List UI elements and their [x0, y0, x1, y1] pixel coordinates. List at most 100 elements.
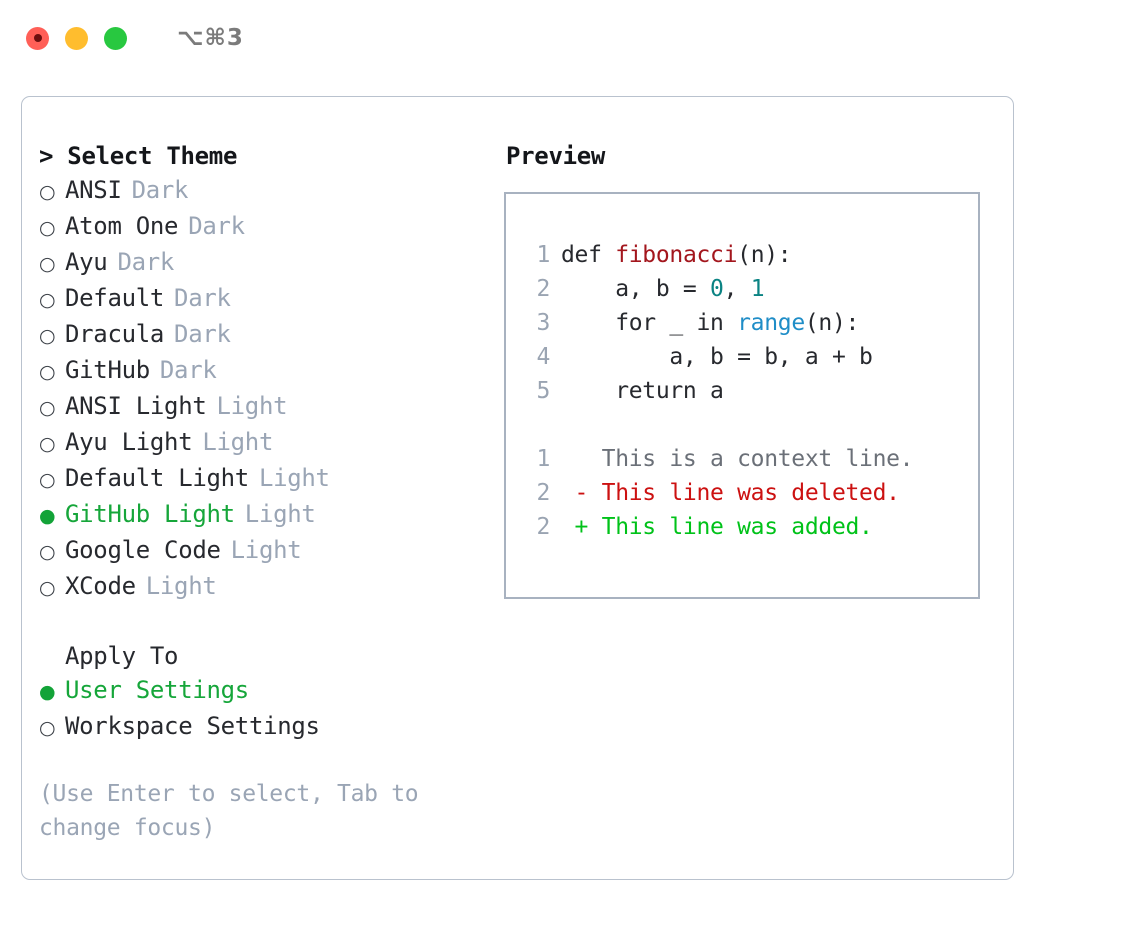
title-bar: ⌥⌘3 [0, 0, 1140, 76]
code-line: 1 def fibonacci(n): [524, 238, 978, 272]
theme-list-header: > Select Theme [39, 142, 238, 170]
code-token-del: - This line was deleted. [561, 480, 900, 506]
theme-option-ansi-light[interactable]: ○ ANSI Light Light [39, 389, 504, 425]
code-token-plain: , [723, 276, 751, 302]
radio-icon: ○ [39, 541, 56, 563]
apply-to-option-user-settings[interactable]: ● User Settings [39, 673, 504, 709]
close-icon[interactable] [26, 26, 49, 50]
code-token-plain: a, b = b, a + b [561, 344, 873, 370]
diff-line: 2 + This line was added. [524, 510, 978, 544]
code-token-plain: def [561, 242, 616, 268]
window-controls [26, 26, 127, 50]
code-token-plain: a, b = [561, 276, 711, 302]
theme-variant-tag: Light [230, 536, 302, 564]
radio-icon: ○ [39, 397, 56, 419]
theme-option-label: Default Light [65, 464, 249, 492]
line-number: 1 [536, 242, 550, 268]
theme-option-xcode[interactable]: ○ XCode Light [39, 569, 504, 605]
radio-selected-icon: ● [39, 681, 56, 703]
code-token-plain: (n): [737, 242, 792, 268]
theme-variant-tag: Light [216, 392, 288, 420]
theme-variant-tag: Dark [131, 176, 189, 204]
preview-header: Preview [506, 142, 606, 170]
radio-icon: ○ [39, 717, 56, 739]
apply-to-option-workspace-settings[interactable]: ○Workspace Settings [39, 709, 504, 745]
radio-selected-icon: ● [39, 505, 56, 527]
line-number: 2 [536, 480, 550, 506]
code-token-num: 0 [710, 276, 724, 302]
diff-line: 1 This is a context line. [524, 442, 978, 476]
radio-icon: ○ [39, 577, 56, 599]
theme-variant-tag: Light [145, 572, 217, 600]
code-line: 2 a, b = 0, 1 [524, 272, 978, 306]
theme-option-label: Dracula [65, 320, 165, 348]
line-number: 4 [536, 344, 550, 370]
code-line: 4 a, b = b, a + b [524, 340, 978, 374]
code-token-add: + This line was added. [561, 514, 873, 540]
apply-to-list: ● User Settings ○Workspace Settings [39, 673, 504, 745]
radio-icon: ○ [39, 469, 56, 491]
theme-variant-tag: Dark [174, 284, 231, 312]
theme-option-github[interactable]: ○ GitHub Dark [39, 353, 504, 389]
code-token-plain: (n): [804, 310, 860, 336]
theme-variant-tag: Dark [159, 356, 217, 384]
theme-option-label: Atom One [65, 212, 179, 240]
theme-variant-tag: Dark [117, 248, 175, 276]
code-token-num: 1 [750, 276, 765, 302]
theme-variant-tag: Light [244, 500, 316, 528]
code-diff-gap [524, 408, 978, 442]
code-token-plain: for _ in [561, 310, 738, 336]
theme-option-google-code[interactable]: ○ Google Code Light [39, 533, 504, 569]
diff-line: 2 - This line was deleted. [524, 476, 978, 510]
code-token-plain: return a [561, 378, 724, 404]
theme-option-label: XCode [65, 572, 136, 600]
minimize-icon[interactable] [65, 26, 88, 50]
theme-option-label: Default [65, 284, 165, 312]
theme-variant-tag: Dark [188, 212, 245, 240]
theme-option-default[interactable]: ○ Default Dark [39, 281, 504, 317]
theme-option-ansi[interactable]: ○ ANSI Dark [39, 173, 504, 209]
maximize-icon[interactable] [104, 26, 127, 50]
theme-option-label: ANSI Light [65, 392, 207, 420]
theme-variant-tag: Dark [174, 320, 231, 348]
theme-option-label: Ayu [65, 248, 108, 276]
radio-icon: ○ [39, 289, 56, 311]
theme-option-label: GitHub [65, 356, 150, 384]
line-number: 1 [536, 446, 550, 472]
radio-icon: ○ [39, 217, 56, 239]
code-line: 5 return a [524, 374, 978, 408]
theme-option-default-light[interactable]: ○ Default Light Light [39, 461, 504, 497]
line-number: 2 [536, 514, 550, 540]
theme-variant-tag: Light [202, 428, 274, 456]
radio-icon: ○ [39, 325, 56, 347]
code-token-fn: fibonacci [615, 242, 738, 268]
radio-icon: ○ [39, 361, 56, 383]
line-number: 2 [536, 276, 550, 302]
theme-option-label: Google Code [65, 536, 221, 564]
code-token-builtin: range [737, 310, 805, 336]
apply-to-option-label: User Settings [65, 676, 249, 704]
theme-option-dracula[interactable]: ○ Dracula Dark [39, 317, 504, 353]
list-spacer [39, 605, 504, 639]
theme-option-label: Ayu Light [65, 428, 193, 456]
theme-option-label: ANSI [65, 176, 122, 204]
line-number: 5 [536, 378, 550, 404]
theme-option-atom-one[interactable]: ○ Atom One Dark [39, 209, 504, 245]
apply-to-header: Apply To [65, 642, 179, 670]
diff-sample: 1 This is a context line.2 - This line w… [524, 442, 978, 544]
radio-icon: ○ [39, 181, 56, 203]
radio-icon: ○ [39, 253, 56, 275]
theme-option-ayu[interactable]: ○ Ayu Dark [39, 245, 504, 281]
line-number: 3 [536, 310, 550, 336]
theme-variant-tag: Light [258, 464, 330, 492]
code-line: 3 for _ in range(n): [524, 306, 978, 340]
